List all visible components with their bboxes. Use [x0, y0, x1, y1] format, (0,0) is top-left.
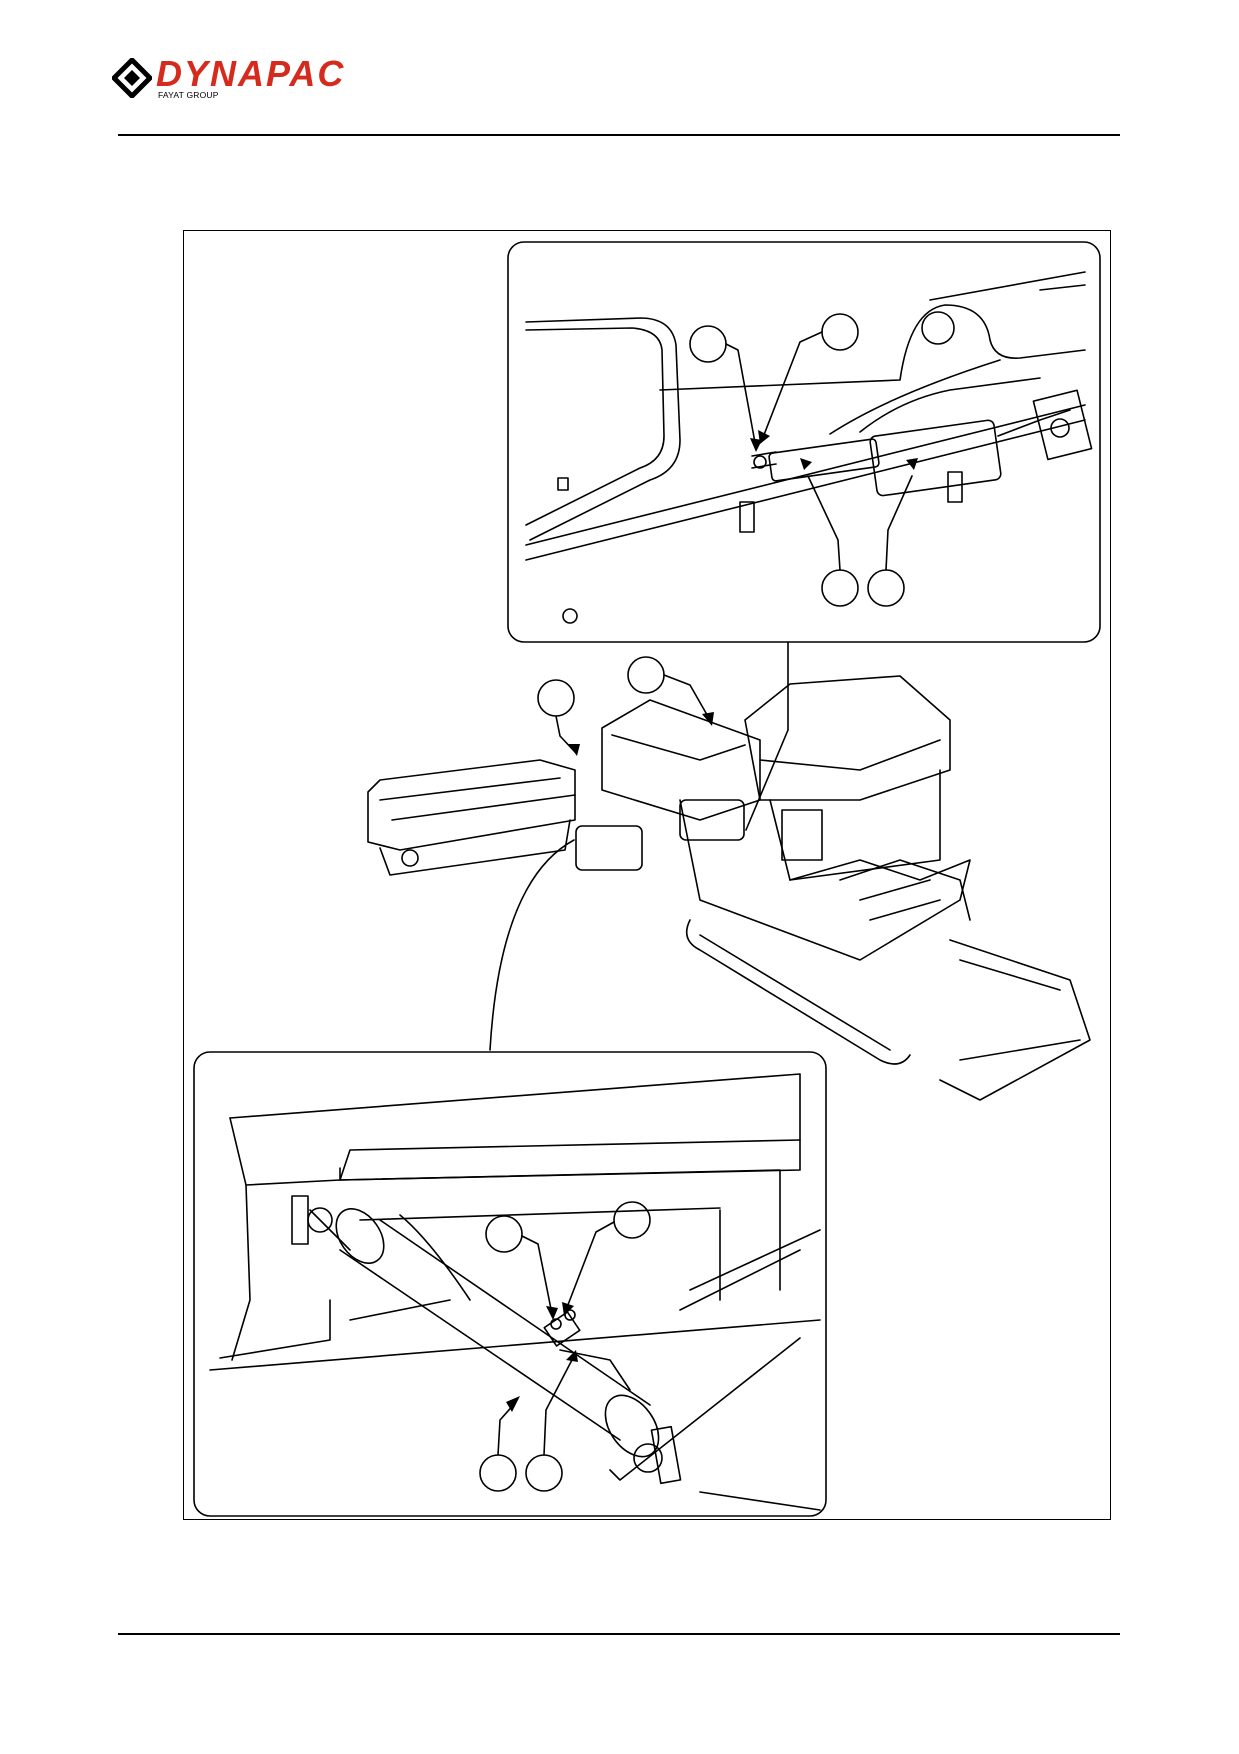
detail-marker-top [679, 799, 745, 841]
leader-line-bottom [489, 839, 575, 1051]
callout-arrows-top [750, 430, 918, 470]
detail-marker-bottom [575, 825, 643, 871]
dynapac-logo: DYNAPAC FAYAT GROUP [112, 52, 432, 108]
callout-circle [689, 325, 727, 363]
brand-group: FAYAT GROUP [158, 90, 219, 100]
callout-arrows-machine [568, 712, 714, 756]
callout-arrows-bottom [506, 1302, 578, 1412]
detail-inset-bottom [193, 1051, 827, 1517]
paver-machine [367, 675, 1091, 1101]
callout-circle [479, 1454, 517, 1492]
callout-circle [867, 569, 905, 607]
brand-name: DYNAPAC [156, 53, 346, 94]
header-rule [118, 134, 1120, 136]
callout-circle [627, 656, 665, 694]
detail-top-linework [525, 271, 1093, 624]
callout-circle [537, 679, 575, 717]
dynapac-logo-icon [112, 58, 152, 98]
technical-figure [183, 230, 1111, 1520]
callout-circle [821, 313, 859, 351]
callout-circle [525, 1454, 563, 1492]
callout-circle [613, 1201, 651, 1239]
callout-circle [821, 569, 859, 607]
callouts-machine [537, 656, 711, 753]
detail-inset-top [507, 241, 1101, 643]
callout-circle [485, 1215, 523, 1253]
detail-bottom-linework [209, 1073, 821, 1511]
footer-rule [118, 1633, 1120, 1635]
callouts-top [689, 313, 913, 607]
